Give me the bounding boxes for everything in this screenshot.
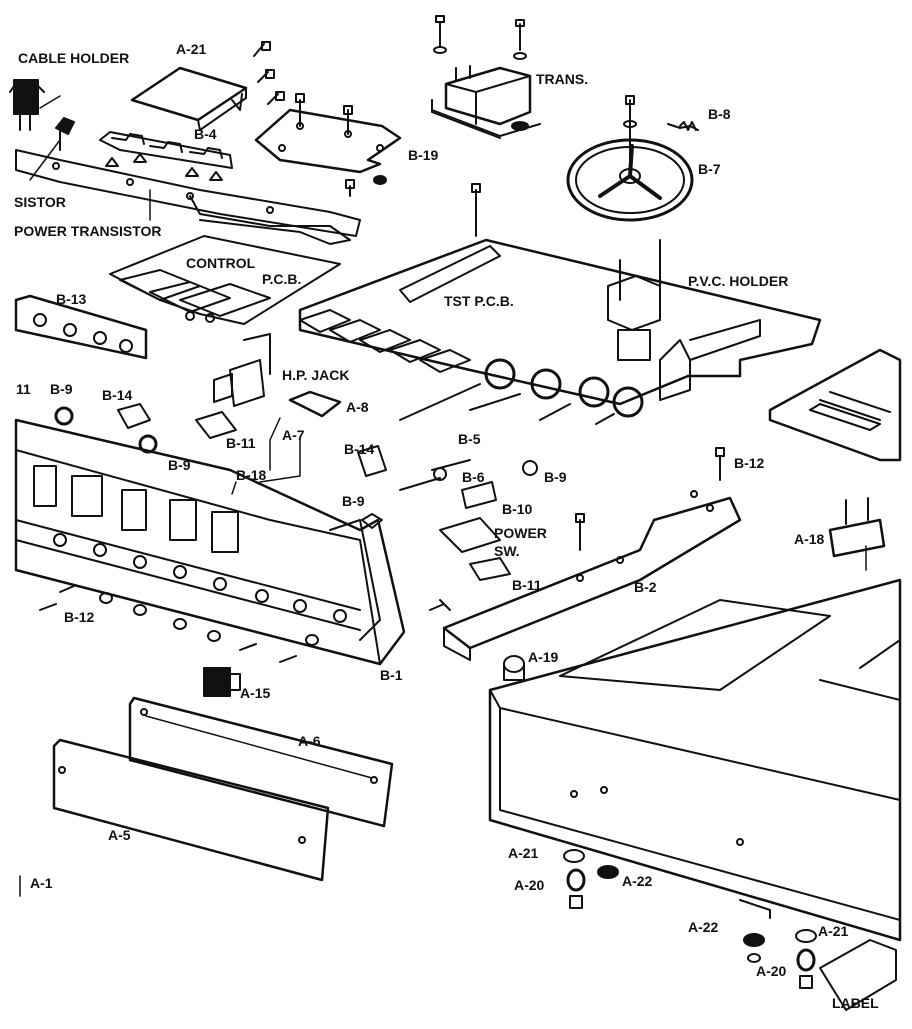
label-a20-bottom: A-20 [514, 877, 545, 893]
label-power: POWER [494, 525, 547, 541]
label-a21-top: A-21 [176, 41, 207, 57]
knob-parts [54, 403, 538, 611]
label-b11-left: B-11 [226, 435, 256, 451]
tst-pcb [298, 183, 822, 406]
label-b12-right: B-12 [734, 455, 765, 471]
label-a22-bottom: A-22 [622, 873, 653, 889]
label-a15: A-15 [240, 685, 271, 701]
label-b9-low: B-9 [342, 493, 365, 509]
label-b2: B-2 [634, 579, 657, 595]
label-a1: A-1 [30, 875, 53, 891]
screw-parts [39, 585, 445, 663]
hp-jack-part [213, 333, 271, 407]
a19-foot [503, 655, 525, 681]
label-a20-right: A-20 [756, 963, 787, 979]
label-a7: A-7 [282, 427, 305, 443]
label-a19: A-19 [528, 649, 559, 665]
label-tst-pcb: TST P.C.B. [444, 293, 514, 309]
a6-front-panel [128, 696, 394, 828]
label-a5: A-5 [108, 827, 131, 843]
a8-bracket [288, 390, 342, 418]
label-a8: A-8 [346, 399, 369, 415]
label-sticker [819, 939, 897, 1011]
label-b7: B-7 [698, 161, 721, 177]
feet-parts [563, 849, 817, 989]
a21-cover-plate [130, 41, 285, 131]
label-pvc-holder: P.V.C. HOLDER [688, 273, 788, 289]
label-pcb: P.C.B. [262, 271, 301, 287]
b19-mount-plate [254, 93, 402, 197]
label-11: 11 [16, 381, 31, 397]
label-b5: B-5 [458, 431, 481, 447]
label-b8: B-8 [708, 106, 731, 122]
a1-bottom-case [488, 578, 902, 942]
label-b9-left: B-9 [50, 381, 73, 397]
label-b18: B-18 [236, 467, 267, 483]
b2-side-plate [442, 447, 742, 661]
label-b9-mid: B-9 [168, 457, 191, 473]
b1-front-chassis [14, 418, 406, 666]
transformer-part [431, 15, 541, 139]
slide-switch-row [299, 309, 471, 373]
label-b19: B-19 [408, 147, 439, 163]
a15-switch [203, 667, 241, 697]
label-power-transistor: POWER TRANSISTOR [14, 223, 162, 239]
label-b12-left: B-12 [64, 609, 95, 625]
b13-control-panel [14, 294, 148, 360]
cable-holder-part [9, 79, 45, 131]
a18-bracket [828, 497, 886, 558]
label-b6: B-6 [462, 469, 485, 485]
b7-flywheel [566, 95, 699, 222]
b4-terminal-strip [99, 131, 233, 181]
label-control: CONTROL [186, 255, 256, 271]
potentiometer-row [399, 319, 761, 425]
label-sistor: SISTOR [14, 194, 66, 210]
right-edge-board [768, 348, 902, 462]
leader-lines [19, 95, 867, 897]
label-label: LABEL [832, 995, 879, 1011]
label-b10: B-10 [502, 501, 533, 517]
a5-front-panel [52, 738, 330, 882]
label-a6: A-6 [298, 733, 321, 749]
label-b9-right: B-9 [544, 469, 567, 485]
callout-labels: CABLE HOLDER A-21 TRANS. B-8 B-4 B-19 B-… [14, 41, 879, 1011]
label-cable-holder: CABLE HOLDER [18, 50, 129, 66]
label-b4: B-4 [194, 126, 217, 142]
label-a21-right: A-21 [818, 923, 849, 939]
label-b1: B-1 [380, 667, 403, 683]
label-trans: TRANS. [536, 71, 588, 87]
label-a22-right: A-22 [688, 919, 719, 935]
label-b14-left: B-14 [102, 387, 133, 403]
label-hp-jack: H.P. JACK [282, 367, 349, 383]
label-a21-bottom: A-21 [508, 845, 539, 861]
label-b14-mid: B-14 [344, 441, 375, 457]
label-b13: B-13 [56, 291, 87, 307]
control-pcb [109, 235, 341, 325]
label-sw: SW. [494, 543, 520, 559]
label-b11-low: B-11 [512, 577, 542, 593]
label-a18: A-18 [794, 531, 825, 547]
